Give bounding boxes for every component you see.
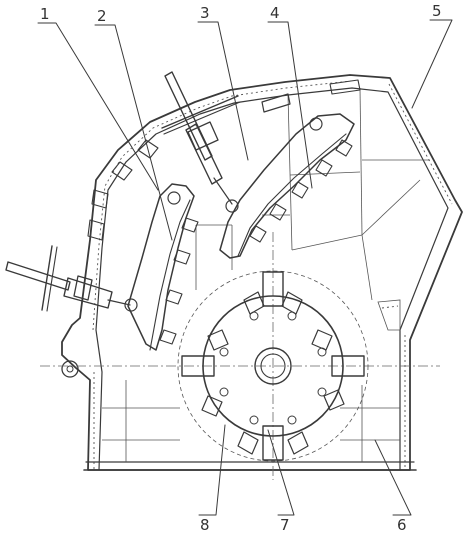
housing <box>61 74 463 471</box>
feed-liners <box>87 79 361 241</box>
rotor <box>40 232 440 480</box>
label-6: 6 <box>397 516 407 534</box>
leader-lines <box>37 19 453 516</box>
label-3: 3 <box>200 4 210 22</box>
top-adjust-rod <box>161 71 291 205</box>
left-adjust-rod <box>5 245 131 378</box>
label-5: 5 <box>432 2 442 20</box>
label-1: 1 <box>40 5 50 23</box>
internal-frame <box>195 87 430 331</box>
label-2: 2 <box>97 7 107 25</box>
rear-apron <box>219 113 355 259</box>
front-apron <box>124 183 199 351</box>
label-7: 7 <box>280 516 290 534</box>
label-4: 4 <box>270 4 280 22</box>
label-8: 8 <box>200 516 210 534</box>
